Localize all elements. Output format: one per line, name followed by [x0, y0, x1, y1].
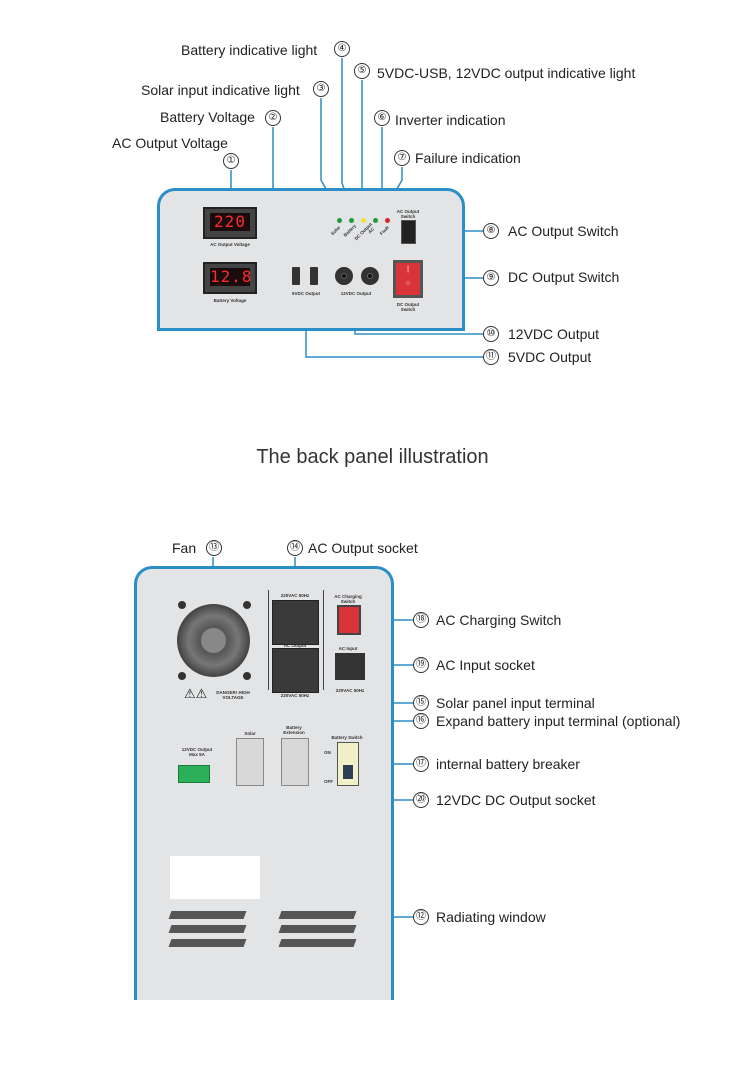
ac-output-switch[interactable]	[401, 220, 416, 244]
dc12-jack-1[interactable]	[335, 267, 353, 285]
callout-label-13: Fan	[172, 540, 197, 556]
fault-indicator-led	[385, 218, 390, 223]
callout-number-15: ⑮	[413, 695, 429, 711]
ac-charging-switch[interactable]	[337, 605, 361, 635]
fan-screw	[243, 601, 251, 609]
ac-output-socket-frame	[268, 590, 324, 690]
callout-number-2: ②	[265, 110, 281, 126]
internal-battery-breaker[interactable]	[337, 742, 359, 786]
fan-screw	[178, 601, 186, 609]
dc-output-socket[interactable]	[178, 765, 210, 783]
label-plate	[170, 856, 260, 899]
callout-number-11: ⑪	[483, 349, 499, 365]
callout-label-18: AC Charging Switch	[436, 612, 562, 628]
ac-output-switch-caption: AC Output Switch	[396, 209, 420, 219]
warning-icon: ⚠⚠	[184, 686, 208, 701]
callout-number-19: ⑲	[413, 657, 429, 673]
section-title: The back panel illustration	[256, 446, 489, 468]
solar-indicator-led	[337, 218, 342, 223]
battery-voltage-caption: Battery Voltage	[213, 298, 247, 303]
callout-number-16: ⑯	[413, 713, 429, 729]
solar-caption: Solar	[244, 731, 256, 736]
callout-label-5: 5VDC-USB, 12VDC output indicative light	[377, 65, 636, 81]
callout-label-11: 5VDC Output	[508, 349, 592, 365]
callout-label-7: Failure indication	[415, 150, 521, 166]
radiating-window-slot	[168, 925, 247, 933]
dc12-jack-2[interactable]	[361, 267, 379, 285]
callout-number-5: ⑤	[354, 63, 370, 79]
battery-extension-caption: Battery Extension	[283, 725, 305, 735]
callout-number-3: ③	[313, 81, 329, 97]
usb-port-2[interactable]	[310, 267, 318, 285]
dc-output-switch-caption: DC Output Switch	[396, 302, 420, 312]
callout-label-4: Battery indicative light	[181, 42, 318, 58]
fan-screw	[178, 672, 186, 680]
battery-switch-caption: Battery Switch	[331, 735, 363, 740]
callout-number-13: ⑬	[206, 540, 222, 556]
radiating-window-slot	[168, 939, 247, 947]
battery-extension-breaker[interactable]	[281, 738, 309, 786]
callout-label-10: 12VDC Output	[508, 326, 600, 342]
callout-label-2: Battery Voltage	[160, 109, 255, 125]
battery-indicator-led	[349, 218, 354, 223]
ac-charging-switch-caption: AC Charging Switch	[334, 594, 362, 604]
radiating-window-slot	[278, 911, 357, 919]
callout-label-20: 12VDC DC Output socket	[436, 792, 596, 808]
radiating-window-slot	[168, 911, 247, 919]
ac-output-socket-2[interactable]	[272, 648, 319, 693]
callout-label-9: DC Output Switch	[508, 269, 620, 285]
dc-output-indicator-led	[361, 218, 366, 223]
ac-output-caption: AC Output	[283, 643, 307, 648]
callout-number-20: ⑳	[413, 792, 429, 808]
ac-input-rating: 220VAC 50Hz	[335, 688, 365, 693]
callout-number-17: ⑰	[413, 756, 429, 772]
callout-number-9: ⑨	[483, 270, 499, 286]
callout-label-12: Radiating window	[436, 909, 546, 925]
socket-bottom-caption: 220VAC 50Hz	[280, 693, 310, 698]
callout-label-19: AC Input socket	[436, 657, 535, 673]
callout-number-7: ⑦	[394, 150, 410, 166]
callout-number-6: ⑥	[374, 110, 390, 126]
fan	[177, 604, 250, 677]
callout-label-17: internal battery breaker	[436, 756, 580, 772]
warning-text: DANGER! HIGH VOLTAGE	[216, 690, 250, 700]
callout-label-1: AC Output Voltage	[112, 135, 228, 151]
radiating-window-slot	[278, 939, 357, 947]
usb-port-1[interactable]	[292, 267, 300, 285]
callout-label-15: Solar panel input terminal	[436, 695, 595, 711]
socket-top-caption: 220VAC 50Hz	[280, 593, 310, 598]
ac-output-socket-1[interactable]	[272, 600, 319, 645]
callout-number-14: ⑭	[287, 540, 303, 556]
callout-number-10: ⑩	[483, 326, 499, 342]
radiating-window-slot	[278, 925, 357, 933]
callout-number-12: ⑫	[413, 909, 429, 925]
ac-indicator-led	[373, 218, 378, 223]
ac-input-socket[interactable]	[335, 653, 365, 680]
callout-label-6: Inverter indication	[395, 112, 506, 128]
callout-label-3: Solar input indicative light	[141, 82, 300, 98]
dc-output-switch[interactable]: |○	[393, 260, 423, 298]
usb-output-caption: 5VDC Output	[292, 291, 320, 296]
dc12-output-caption: 12VDC Output	[340, 291, 372, 296]
ac-voltage-display: 220	[203, 207, 257, 239]
callout-label-16: Expand battery input terminal (optional)	[436, 713, 681, 729]
ac-input-caption: AC Input	[338, 646, 358, 651]
callout-label-8: AC Output Switch	[508, 223, 619, 239]
on-label: ON	[324, 750, 331, 755]
callout-number-18: ⑱	[413, 612, 429, 628]
battery-voltage-display: 12.8	[203, 262, 257, 294]
fan-screw	[243, 672, 251, 680]
ac-voltage-caption: AC Output Voltage	[210, 242, 250, 247]
callout-number-1: ①	[223, 153, 239, 169]
callout-number-4: ④	[334, 41, 350, 57]
solar-input-breaker[interactable]	[236, 738, 264, 786]
off-label: OFF	[324, 779, 333, 784]
callout-number-8: ⑧	[483, 223, 499, 239]
callout-label-14: AC Output socket	[308, 540, 418, 556]
dc-output-socket-caption: 12VDC Output Max 5A	[181, 747, 213, 757]
